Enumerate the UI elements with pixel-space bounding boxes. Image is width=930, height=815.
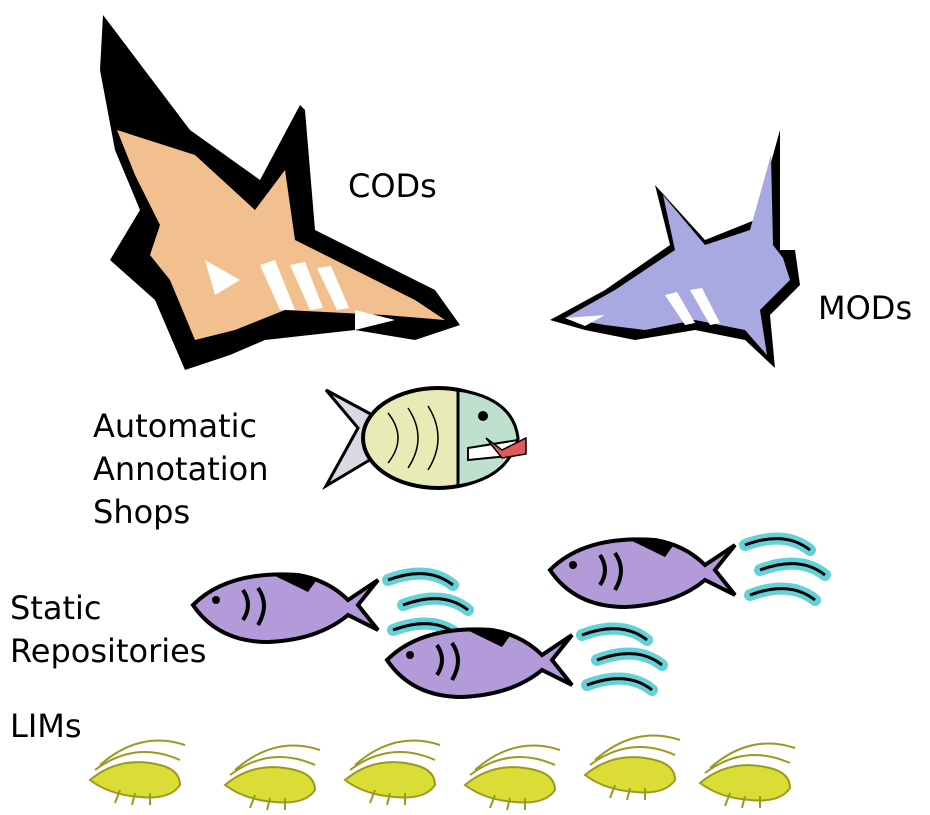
shrimp-icon [335,735,445,805]
label-static: Static [10,587,102,629]
piranha-icon [318,378,533,498]
shrimp-icon [575,730,685,800]
shrimp-icon [80,735,190,805]
shrimp-icon [455,740,565,810]
small-shark-icon [545,130,815,370]
label-lims: LIMs [10,705,82,747]
fish-icon [382,615,672,710]
shrimp-icon [215,740,325,810]
label-shops: Shops [93,491,190,533]
label-repositories: Repositories [10,630,206,672]
label-annotation: Annotation [93,448,268,490]
label-cods: CODs [348,165,437,207]
fish-icon [545,525,835,620]
shrimp-icon [690,738,800,808]
label-mods: MODs [818,287,912,329]
label-automatic: Automatic [93,405,257,447]
